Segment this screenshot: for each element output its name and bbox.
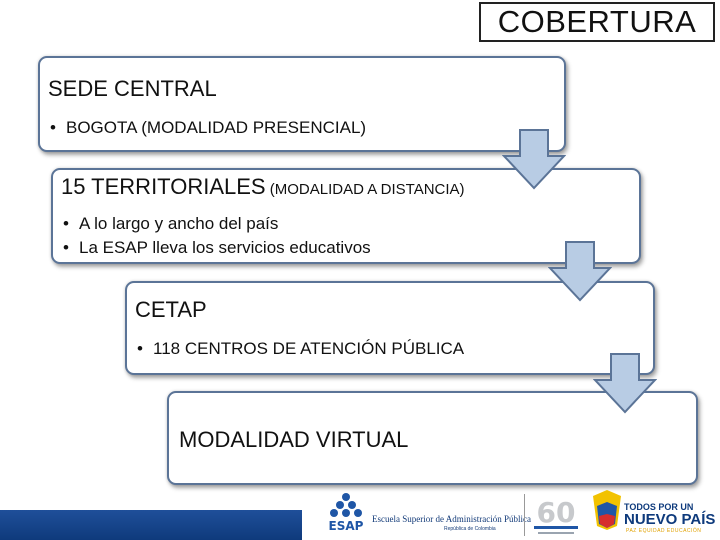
footer-divider — [524, 494, 525, 536]
footer-bar — [0, 510, 302, 540]
card-territoriales: 15 TERRITORIALES (MODALIDAD A DISTANCIA)… — [51, 168, 641, 264]
gov-slogan-line3: PAZ EQUIDAD EDUCACIÓN — [626, 528, 702, 534]
card-title: 15 TERRITORIALES (MODALIDAD A DISTANCIA) — [61, 174, 465, 199]
card-sede-central: SEDE CENTRAL BOGOTA (MODALIDAD PRESENCIA… — [38, 56, 566, 152]
down-arrow-icon — [593, 353, 657, 414]
bullet-item: 118 CENTROS DE ATENCIÓN PÚBLICA — [137, 337, 464, 361]
bullet-list: 118 CENTROS DE ATENCIÓN PÚBLICA — [137, 337, 464, 361]
gov-slogan-line2: NUEVO PAÍS — [624, 511, 716, 528]
down-arrow-icon — [548, 241, 612, 302]
svg-text:60: 60 — [537, 496, 576, 529]
page-title: COBERTURA — [479, 2, 715, 42]
bullet-item: BOGOTA (MODALIDAD PRESENCIAL) — [50, 116, 366, 140]
esap-logo: ESAP — [329, 493, 364, 533]
colombia-gov-logo — [593, 490, 621, 530]
gov-slogan-line1: TODOS POR UN — [624, 502, 694, 512]
bullet-item: A lo largo y ancho del país — [63, 212, 371, 236]
bullet-list: BOGOTA (MODALIDAD PRESENCIAL) — [50, 116, 366, 140]
card-cetap: CETAP 118 CENTROS DE ATENCIÓN PÚBLICA — [125, 281, 655, 375]
esap-country: República de Colombia — [444, 526, 496, 532]
bullet-list: A lo largo y ancho del país La ESAP llev… — [63, 212, 371, 260]
esap-name: Escuela Superior de Administración Públi… — [372, 514, 531, 524]
anniversary-logo: 60 — [534, 496, 578, 534]
card-title: SEDE CENTRAL — [48, 76, 217, 101]
card-title: CETAP — [135, 297, 207, 322]
bullet-item: La ESAP lleva los servicios educativos — [63, 236, 371, 260]
card-title: MODALIDAD VIRTUAL — [179, 427, 409, 452]
down-arrow-icon — [502, 129, 566, 190]
svg-text:ESAP: ESAP — [329, 519, 364, 533]
card-modalidad-virtual: MODALIDAD VIRTUAL — [167, 391, 698, 485]
